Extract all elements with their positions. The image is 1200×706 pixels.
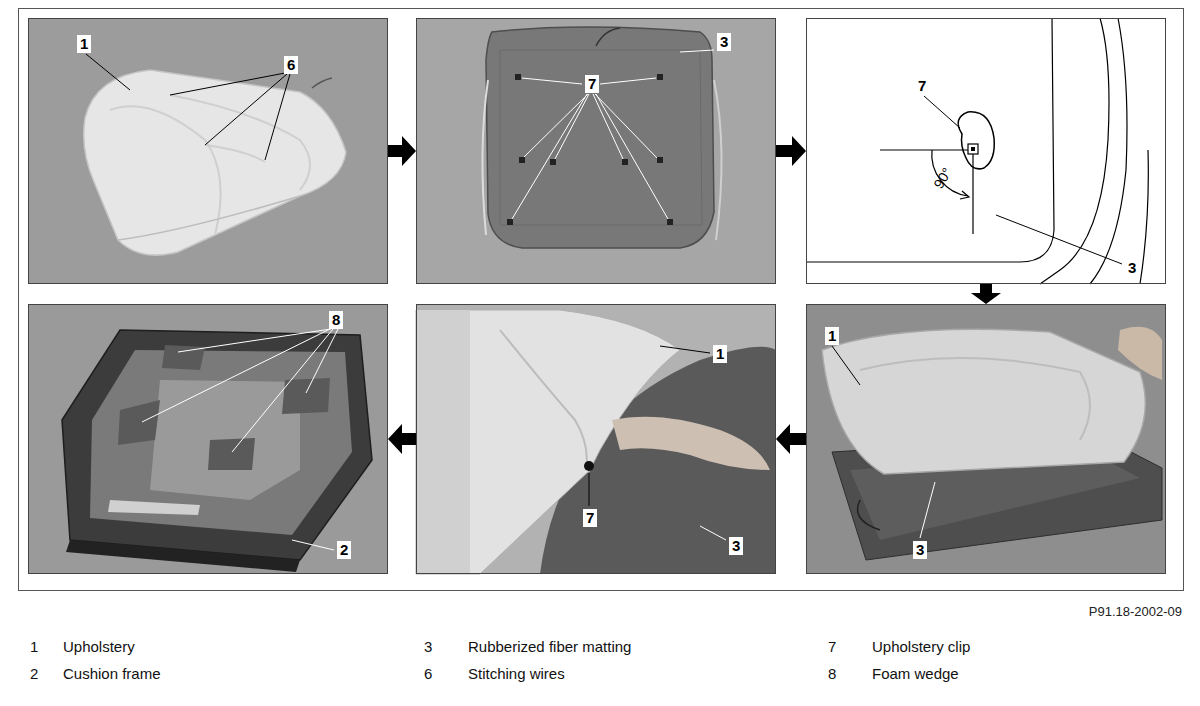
- step-panel: 16: [28, 18, 388, 284]
- seat-cushion: [84, 54, 346, 255]
- step-panel: 82: [28, 304, 388, 574]
- step-panel: 37: [416, 18, 776, 284]
- panel-ground: [28, 304, 388, 574]
- legend-number: 2: [30, 665, 38, 683]
- callout-number: 1: [825, 327, 839, 345]
- callout-number: 3: [729, 537, 743, 555]
- step-arrow: [776, 424, 806, 454]
- step-arrow: [776, 136, 806, 166]
- callout-number: 2: [337, 541, 351, 559]
- panel-ground: [416, 18, 776, 284]
- step-panel: 7 3 90°: [806, 18, 1166, 284]
- panel-ground: [28, 18, 388, 284]
- step-panel: 13: [806, 304, 1166, 574]
- legend-text: Foam wedge: [872, 665, 959, 683]
- panel-ground: [806, 304, 1166, 574]
- callout-number: 3: [913, 541, 927, 559]
- callout-number: 3: [717, 33, 731, 51]
- legend-text: Cushion frame: [63, 665, 161, 683]
- step-arrow: [388, 136, 416, 166]
- legend-text: Stitching wires: [468, 665, 565, 683]
- callout-number: 1: [77, 35, 91, 53]
- cushion-frame: [62, 329, 372, 572]
- outer-frame: [19, 9, 1184, 591]
- legend-number: 8: [828, 665, 836, 683]
- legend-number: 3: [424, 638, 432, 656]
- legend-text: Upholstery: [63, 638, 135, 656]
- panel-ground: [806, 18, 1166, 284]
- legend-number: 7: [828, 638, 836, 656]
- step-arrow: [971, 284, 1001, 304]
- callout-number: 8: [329, 311, 343, 329]
- clip-detail: [806, 18, 1148, 284]
- callout-number: 3: [1125, 259, 1139, 277]
- step-arrow: [388, 424, 416, 454]
- legend-text: Upholstery clip: [872, 638, 970, 656]
- callout-number: 7: [915, 77, 929, 95]
- legend-number: 1: [30, 638, 38, 656]
- upholstery-fitting: [822, 327, 1162, 560]
- callout-number: 1: [713, 345, 727, 363]
- callout-number: 7: [583, 509, 597, 527]
- legend-text: Rubberized fiber matting: [468, 638, 631, 656]
- angle-dimension: 90°: [928, 162, 958, 195]
- step-panel: 1 7 3: [416, 304, 776, 574]
- callout-number: 7: [585, 75, 599, 93]
- figure-code: P91.18-2002-09: [1089, 603, 1182, 621]
- clip-closeup: [416, 310, 776, 574]
- legend-number: 6: [424, 665, 432, 683]
- callout-number: 6: [284, 56, 298, 74]
- panel-ground: [416, 304, 776, 574]
- fiber-matting: [482, 27, 721, 248]
